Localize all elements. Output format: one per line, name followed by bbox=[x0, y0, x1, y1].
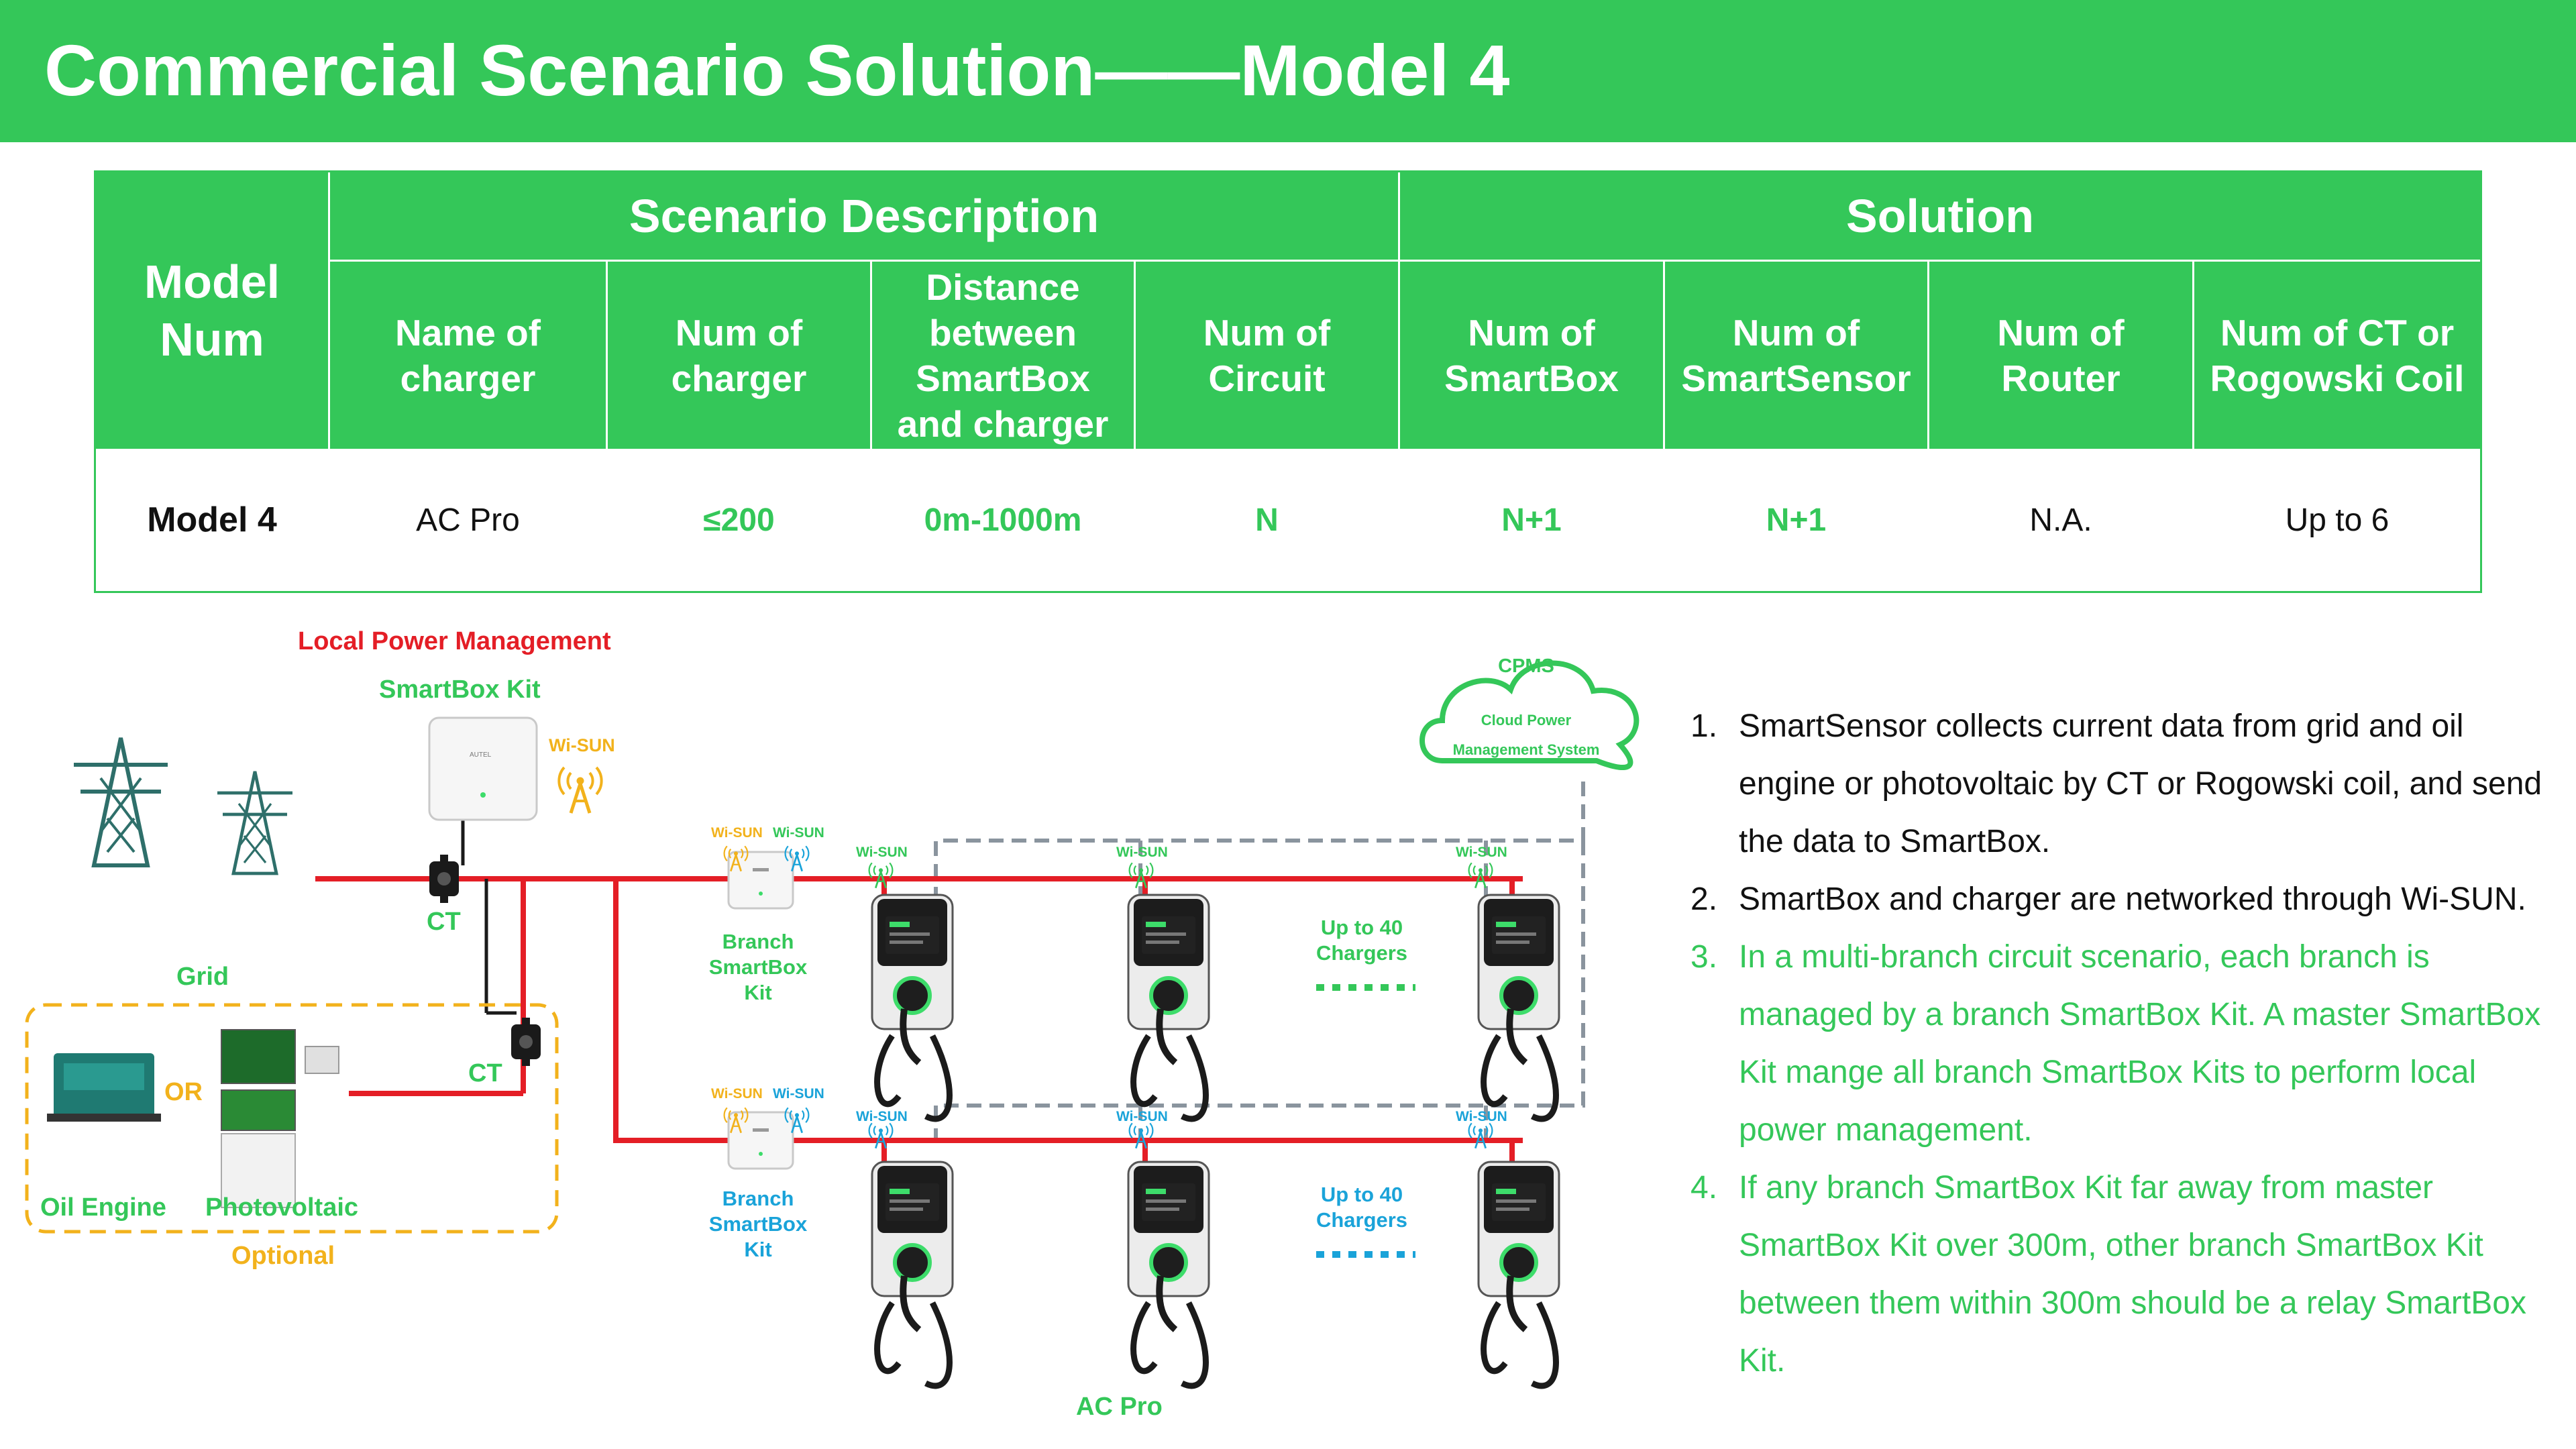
wisun-charger-icon bbox=[868, 1122, 894, 1150]
grid-tower-icon bbox=[74, 738, 168, 865]
col-num-of-smartbox: Num of SmartBox bbox=[1444, 311, 1619, 399]
col-num-of-charger: Num of charger bbox=[671, 311, 807, 399]
charger-icon bbox=[872, 895, 953, 1119]
wisun-branch-top-yellow-label: Wi-SUN bbox=[711, 825, 763, 841]
oil-engine-label: Oil Engine bbox=[40, 1193, 166, 1222]
svg-text:AUTEL: AUTEL bbox=[470, 751, 492, 759]
row-distance: 0m-1000m bbox=[924, 502, 1082, 538]
wisun-charger-label: Wi-SUN bbox=[1456, 845, 1507, 860]
note-number: 2. bbox=[1690, 881, 1718, 917]
note-item: 4. If any branch SmartBox Kit far away f… bbox=[1690, 1159, 2556, 1390]
note-number: 3. bbox=[1690, 939, 1718, 975]
note-text: SmartSensor collects current data from g… bbox=[1739, 708, 2542, 859]
scenario-description-header: Scenario Description bbox=[629, 190, 1099, 242]
up-to-40-chargers-top-label: Up to 40 Chargers bbox=[1316, 916, 1408, 965]
photovoltaic-icon bbox=[221, 1029, 339, 1208]
ct-clamp-optional-icon bbox=[511, 1018, 541, 1066]
ct-clamp-grid-icon bbox=[429, 855, 459, 903]
row-name-of-charger: AC Pro bbox=[416, 502, 520, 538]
row-model: Model 4 bbox=[147, 500, 277, 539]
optional-dashed-box bbox=[25, 1003, 559, 1234]
cpms-cloud-icon bbox=[1419, 660, 1640, 770]
model-num-header: Model Num bbox=[144, 256, 280, 366]
wisun-charger-label: Wi-SUN bbox=[856, 845, 908, 860]
note-text: If any branch SmartBox Kit far away from… bbox=[1739, 1170, 2526, 1379]
notes-list: 1. SmartSensor collects current data fro… bbox=[1690, 698, 2556, 1390]
note-number: 1. bbox=[1690, 708, 1718, 744]
cloud-power-management-system-label: Cloud Power Management System bbox=[1452, 712, 1600, 758]
ac-pro-label: AC Pro bbox=[1076, 1393, 1163, 1421]
charger-icon bbox=[1479, 895, 1559, 1119]
solution-header: Solution bbox=[1846, 190, 2034, 242]
system-diagram: AUTEL bbox=[25, 660, 1640, 1449]
row-num-of-ct: Up to 6 bbox=[2285, 502, 2390, 538]
wisun-charger-icon bbox=[1468, 861, 1493, 890]
note-number: 4. bbox=[1690, 1170, 1718, 1205]
note-item: 1. SmartSensor collects current data fro… bbox=[1690, 698, 2556, 871]
oil-engine-icon bbox=[47, 1053, 161, 1122]
col-num-of-smartsensor: Num of SmartSensor bbox=[1681, 311, 1911, 399]
wisun-main-label: Wi-SUN bbox=[549, 735, 615, 755]
col-num-of-circuit: Num of Circuit bbox=[1203, 311, 1331, 399]
charger-icon bbox=[1128, 1162, 1209, 1386]
wisun-main-icon bbox=[559, 767, 601, 813]
col-name-of-charger: Name of charger bbox=[395, 311, 541, 399]
up-to-40-chargers-bottom-label: Up to 40 Chargers bbox=[1316, 1183, 1408, 1232]
wisun-branch-bottom-blue-label: Wi-SUN bbox=[773, 1086, 824, 1102]
wisun-charger-icon bbox=[868, 861, 894, 890]
wisun-charger-label: Wi-SUN bbox=[1116, 1109, 1168, 1124]
note-item: 2. SmartBox and charger are networked th… bbox=[1690, 871, 2556, 928]
note-item: 3. In a multi-branch circuit scenario, e… bbox=[1690, 928, 2556, 1159]
ct-grid-label: CT bbox=[427, 908, 461, 936]
wisun-charger-label: Wi-SUN bbox=[1456, 1109, 1507, 1124]
wisun-branch-top-green-label: Wi-SUN bbox=[773, 825, 824, 841]
grid-tower-small-icon bbox=[217, 771, 292, 873]
branch-smartbox-kit-bottom-label: Branch SmartBox Kit bbox=[708, 1187, 808, 1261]
col-distance: Distance between SmartBox and charger bbox=[897, 266, 1109, 445]
smartbox-kit-label: SmartBox Kit bbox=[379, 676, 541, 704]
sensor-wiring bbox=[461, 812, 517, 1015]
charger-icon bbox=[1128, 895, 1209, 1119]
cpms-label: CPMS bbox=[1498, 655, 1554, 677]
table-header-bg bbox=[96, 172, 2480, 449]
row-num-of-smartbox: N+1 bbox=[1501, 502, 1562, 538]
wisun-charger-label: Wi-SUN bbox=[1116, 845, 1168, 860]
charger-icon bbox=[872, 1162, 953, 1386]
model-table: Model Num Scenario Description Solution … bbox=[94, 170, 2482, 593]
note-text: In a multi-branch circuit scenario, each… bbox=[1739, 939, 2541, 1148]
local-power-management-label: Local Power Management bbox=[298, 627, 611, 655]
optional-label: Optional bbox=[231, 1242, 335, 1270]
row-num-of-circuit: N bbox=[1255, 502, 1279, 538]
photovoltaic-label: Photovoltaic bbox=[205, 1193, 359, 1222]
row-num-of-charger: ≤200 bbox=[703, 502, 775, 538]
note-text: SmartBox and charger are networked throu… bbox=[1739, 881, 2526, 917]
header-bar: Commercial Scenario Solution——Model 4 bbox=[0, 0, 2576, 142]
row-num-of-router: N.A. bbox=[2029, 502, 2092, 538]
ct-optional-label: CT bbox=[468, 1059, 502, 1087]
charger-icon bbox=[1479, 1162, 1559, 1386]
branch-smartbox-bottom-device bbox=[727, 1111, 794, 1170]
wisun-charger-icon bbox=[1468, 1122, 1493, 1150]
branch-smartbox-kit-top-label: Branch SmartBox Kit bbox=[708, 930, 808, 1004]
wisun-branch-bottom-yellow-label: Wi-SUN bbox=[711, 1086, 763, 1102]
smartbox-kit-device: AUTEL bbox=[428, 716, 538, 821]
wisun-charger-label: Wi-SUN bbox=[856, 1109, 908, 1124]
page-title: Commercial Scenario Solution——Model 4 bbox=[44, 30, 1510, 111]
or-label: OR bbox=[164, 1078, 203, 1106]
col-num-of-ct: Num of CT or Rogowski Coil bbox=[2210, 311, 2465, 399]
col-num-of-router: Num of Router bbox=[1997, 311, 2125, 399]
row-num-of-smartsensor: N+1 bbox=[1766, 502, 1827, 538]
grid-label: Grid bbox=[176, 963, 229, 991]
